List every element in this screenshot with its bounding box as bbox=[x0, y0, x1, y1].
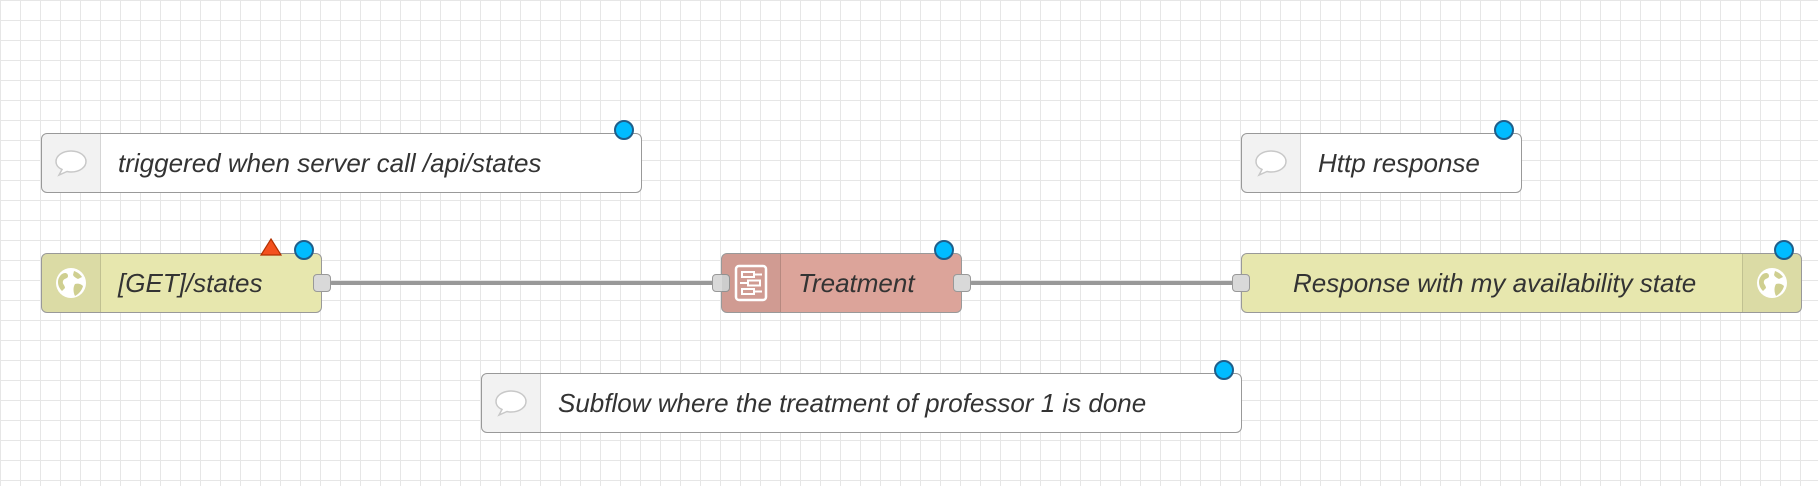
comment-icon-box bbox=[42, 134, 101, 192]
input-port[interactable] bbox=[1232, 274, 1250, 292]
http-in-node[interactable]: [GET]/states bbox=[41, 238, 331, 313]
http-in-label: [GET]/states bbox=[118, 267, 263, 298]
comment-icon bbox=[1255, 150, 1287, 177]
http-response-icon-box bbox=[1742, 254, 1801, 312]
subflow-icon bbox=[734, 264, 768, 302]
comment-label: Http response bbox=[1318, 147, 1480, 178]
comment-icon bbox=[55, 150, 87, 177]
changed-indicator bbox=[1494, 120, 1514, 140]
changed-indicator bbox=[294, 240, 314, 260]
http-response-node[interactable]: Response with my availability state bbox=[1232, 240, 1802, 313]
input-port[interactable] bbox=[712, 274, 730, 292]
subflow-label: Treatment bbox=[798, 267, 915, 298]
comment-icon bbox=[495, 390, 527, 417]
subflow-icon-box bbox=[722, 254, 781, 312]
comment-node-triggered[interactable]: triggered when server call /api/states bbox=[41, 120, 642, 193]
output-port[interactable] bbox=[953, 274, 971, 292]
comment-icon-box bbox=[482, 374, 541, 432]
globe-icon bbox=[56, 268, 86, 298]
warning-icon bbox=[260, 238, 282, 256]
comment-label: triggered when server call /api/states bbox=[118, 147, 542, 178]
changed-indicator bbox=[1774, 240, 1794, 260]
changed-indicator bbox=[1214, 360, 1234, 380]
subflow-node-treatment[interactable]: Treatment bbox=[712, 240, 971, 313]
changed-indicator bbox=[614, 120, 634, 140]
globe-icon bbox=[1757, 268, 1787, 298]
wire-subflow-to-http-response[interactable] bbox=[970, 281, 1240, 285]
http-in-icon-box bbox=[42, 254, 101, 312]
comment-label: Subflow where the treatment of professor… bbox=[558, 387, 1147, 418]
changed-indicator bbox=[934, 240, 954, 260]
http-response-label: Response with my availability state bbox=[1293, 267, 1697, 298]
output-port[interactable] bbox=[313, 274, 331, 292]
comment-icon-box bbox=[1242, 134, 1301, 192]
comment-node-http-response[interactable]: Http response bbox=[1241, 120, 1522, 193]
wire-http-in-to-subflow[interactable] bbox=[330, 281, 720, 285]
comment-node-subflow[interactable]: Subflow where the treatment of professor… bbox=[481, 360, 1242, 433]
